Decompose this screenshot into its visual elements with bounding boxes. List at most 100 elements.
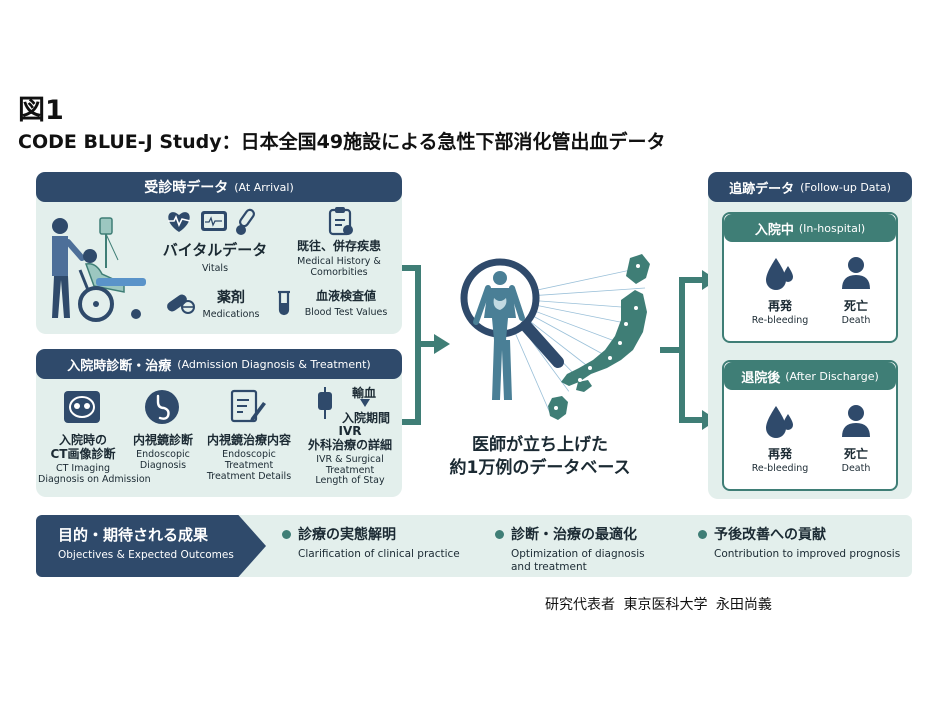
ct-item: 入院時の CT画像診断 CT Imaging Diagnosis on Admi… — [38, 433, 151, 485]
clipboard-icon — [328, 207, 353, 236]
center-caption-line2: 約1万例のデータベース — [449, 457, 631, 478]
blood-test-label-jp: 血液検査値 — [315, 289, 376, 303]
after-death-jp: 死亡 — [843, 447, 868, 461]
patient-wheelchair-icon — [52, 217, 146, 322]
vitals-label-en: Vitals — [201, 263, 229, 275]
endoscopic-diagnosis-en1: Endoscopic — [136, 448, 190, 460]
endoscopic-diagnosis-jp: 内視鏡診断 — [132, 433, 193, 447]
ct-label-en1: CT Imaging — [55, 462, 111, 474]
followup-header-jp: 追跡データ — [729, 181, 795, 197]
inhospital-death-en: Death — [841, 314, 871, 326]
objective-3-jp: 予後改善への貢献 — [714, 527, 826, 543]
after-rebleeding-en: Re-bleeding — [751, 462, 809, 474]
principal-investigator-credit: 研究代表者 東京医科大学 永田尚義 — [545, 597, 772, 613]
after-discharge-header-en: (After Discharge) — [785, 369, 879, 383]
endoscopic-diagnosis-item: 内視鏡診断 Endoscopic Diagnosis — [126, 433, 200, 472]
figure-label: 図1 — [18, 95, 64, 126]
stay-label: 入院期間 — [342, 411, 391, 425]
after-discharge-header: 退院後 (After Discharge) — [724, 362, 896, 390]
person-icon — [842, 405, 870, 437]
inhospital-header-en: (In-hospital) — [798, 221, 866, 235]
inhospital-rebleeding-en: Re-bleeding — [751, 314, 809, 326]
japan-map-network — [460, 254, 650, 420]
blood-bag-icon — [318, 387, 332, 419]
figure-title: CODE BLUE-J Study：日本全国49施設による急性下部消化管出血デー… — [18, 131, 666, 153]
objective-item: 診断・治療の最適化 Optimization of diagnosis and … — [495, 524, 645, 573]
after-death-en: Death — [841, 462, 871, 474]
ivr-label-en3: Length of Stay — [315, 475, 385, 487]
endoscopic-treatment-item: 内視鏡治療内容 Endoscopic Treatment Treatment D… — [198, 433, 300, 483]
objective-item: 予後改善への貢献 Contribution to improved progno… — [698, 524, 900, 561]
ivr-label-jp2: 外科治療の詳細 — [307, 437, 392, 452]
history-label-en: Medical History & Comorbities — [297, 255, 381, 278]
after-discharge-header-jp: 退院後 — [741, 370, 781, 386]
inhospital-rebleeding: 再発 Re-bleeding — [740, 299, 820, 327]
arrival-header-en: (At Arrival) — [234, 180, 294, 194]
center-caption: 医師が立ち上げた 約1万例のデータベース — [430, 434, 650, 480]
inhospital-header: 入院中 (In-hospital) — [724, 214, 896, 242]
medications-label-en: Medications — [202, 309, 260, 321]
admission-header-en: (Admission Diagnosis & Treatment) — [177, 357, 371, 371]
endoscopic-treatment-en1: Endoscopic — [222, 448, 276, 460]
ivr-label-en2: Treatment — [325, 464, 375, 476]
objective-1-jp: 診療の実態解明 — [298, 527, 396, 543]
objective-2-en2: and treatment — [511, 560, 587, 573]
bullet-dot — [495, 529, 504, 539]
objective-2-jp: 診断・治療の最適化 — [511, 527, 637, 543]
heart-pulse-icon — [168, 212, 191, 232]
test-tube-icon — [278, 290, 290, 316]
followup-header-en: (Follow-up Data) — [800, 180, 891, 194]
blood-test-label-en: Blood Test Values — [304, 306, 388, 318]
transfusion-label: 輸血 — [352, 386, 377, 400]
monitor-icon — [201, 211, 227, 231]
objectives-header-en: Objectives & Expected Outcomes — [58, 549, 234, 561]
history-item: 既往、併存疾患 Medical History & Comorbities — [280, 239, 398, 279]
ct-label-en2: Diagnosis on Admission — [38, 473, 151, 485]
inhospital-death: 死亡 Death — [826, 299, 886, 327]
inhospital-header-jp: 入院中 — [754, 222, 794, 238]
objective-2-en1: Optimization of diagnosis — [511, 548, 645, 560]
person-icon — [842, 257, 870, 289]
objective-3-en: Contribution to improved prognosis — [714, 548, 901, 560]
ivr-surgery-item: IVR 外科治療の詳細 IVR & Surgical Treatment Len… — [300, 424, 400, 487]
thermometer-icon — [236, 208, 255, 235]
after-rebleeding-jp: 再発 — [767, 447, 792, 461]
center-caption-line1: 医師が立ち上げた — [472, 435, 608, 455]
ivr-label-en1: IVR & Surgical — [316, 453, 384, 465]
arrival-header: 受診時データ (At Arrival) — [36, 172, 402, 202]
ivr-label-jp1: IVR — [338, 424, 362, 438]
endoscopic-treatment-en2: Treatment — [224, 459, 274, 471]
arrival-header-jp: 受診時データ — [144, 180, 229, 196]
ct-scan-icon — [64, 391, 100, 423]
medications-item: 薬剤 Medications — [196, 290, 266, 321]
history-label-jp: 既往、併存疾患 — [296, 239, 381, 253]
report-pen-icon — [230, 389, 266, 423]
medications-label-jp: 薬剤 — [217, 290, 245, 306]
objectives-header: 目的・期待される成果 Objectives & Expected Outcome… — [36, 515, 266, 577]
admission-header-jp: 入院時診断・治療 — [67, 358, 172, 374]
bullet-dot — [282, 529, 291, 539]
endoscopic-diagnosis-en2: Diagnosis — [139, 459, 187, 471]
blood-drop-icon — [766, 406, 793, 438]
ct-label-jp2: CT画像診断 — [50, 446, 116, 461]
vitals-item: バイタルデータ Vitals — [150, 241, 280, 275]
vitals-label-jp: バイタルデータ — [162, 241, 268, 259]
pill-icon — [167, 294, 195, 314]
arrow-down-icon — [360, 399, 370, 407]
endoscopic-treatment-jp: 内視鏡治療内容 — [206, 433, 291, 447]
blood-drop-icon — [766, 258, 793, 290]
objectives-header-jp: 目的・期待される成果 — [58, 526, 209, 544]
endoscopic-treatment-en3: Treatment Details — [206, 470, 292, 482]
left-connector-arrows — [402, 265, 450, 425]
inhospital-rebleeding-jp: 再発 — [767, 299, 792, 313]
after-death: 死亡 Death — [826, 447, 886, 475]
followup-header: 追跡データ (Follow-up Data) — [708, 172, 912, 202]
ct-label-jp1: 入院時の — [58, 433, 107, 447]
inhospital-death-jp: 死亡 — [843, 299, 868, 313]
blood-test-item: 血液検査値 Blood Test Values — [294, 289, 398, 319]
objective-1-en: Clarification of clinical practice — [298, 548, 460, 560]
bullet-dot — [698, 529, 707, 539]
objective-item: 診療の実態解明 Clarification of clinical practi… — [282, 524, 460, 561]
after-rebleeding: 再発 Re-bleeding — [740, 447, 820, 475]
stomach-icon — [145, 390, 179, 424]
